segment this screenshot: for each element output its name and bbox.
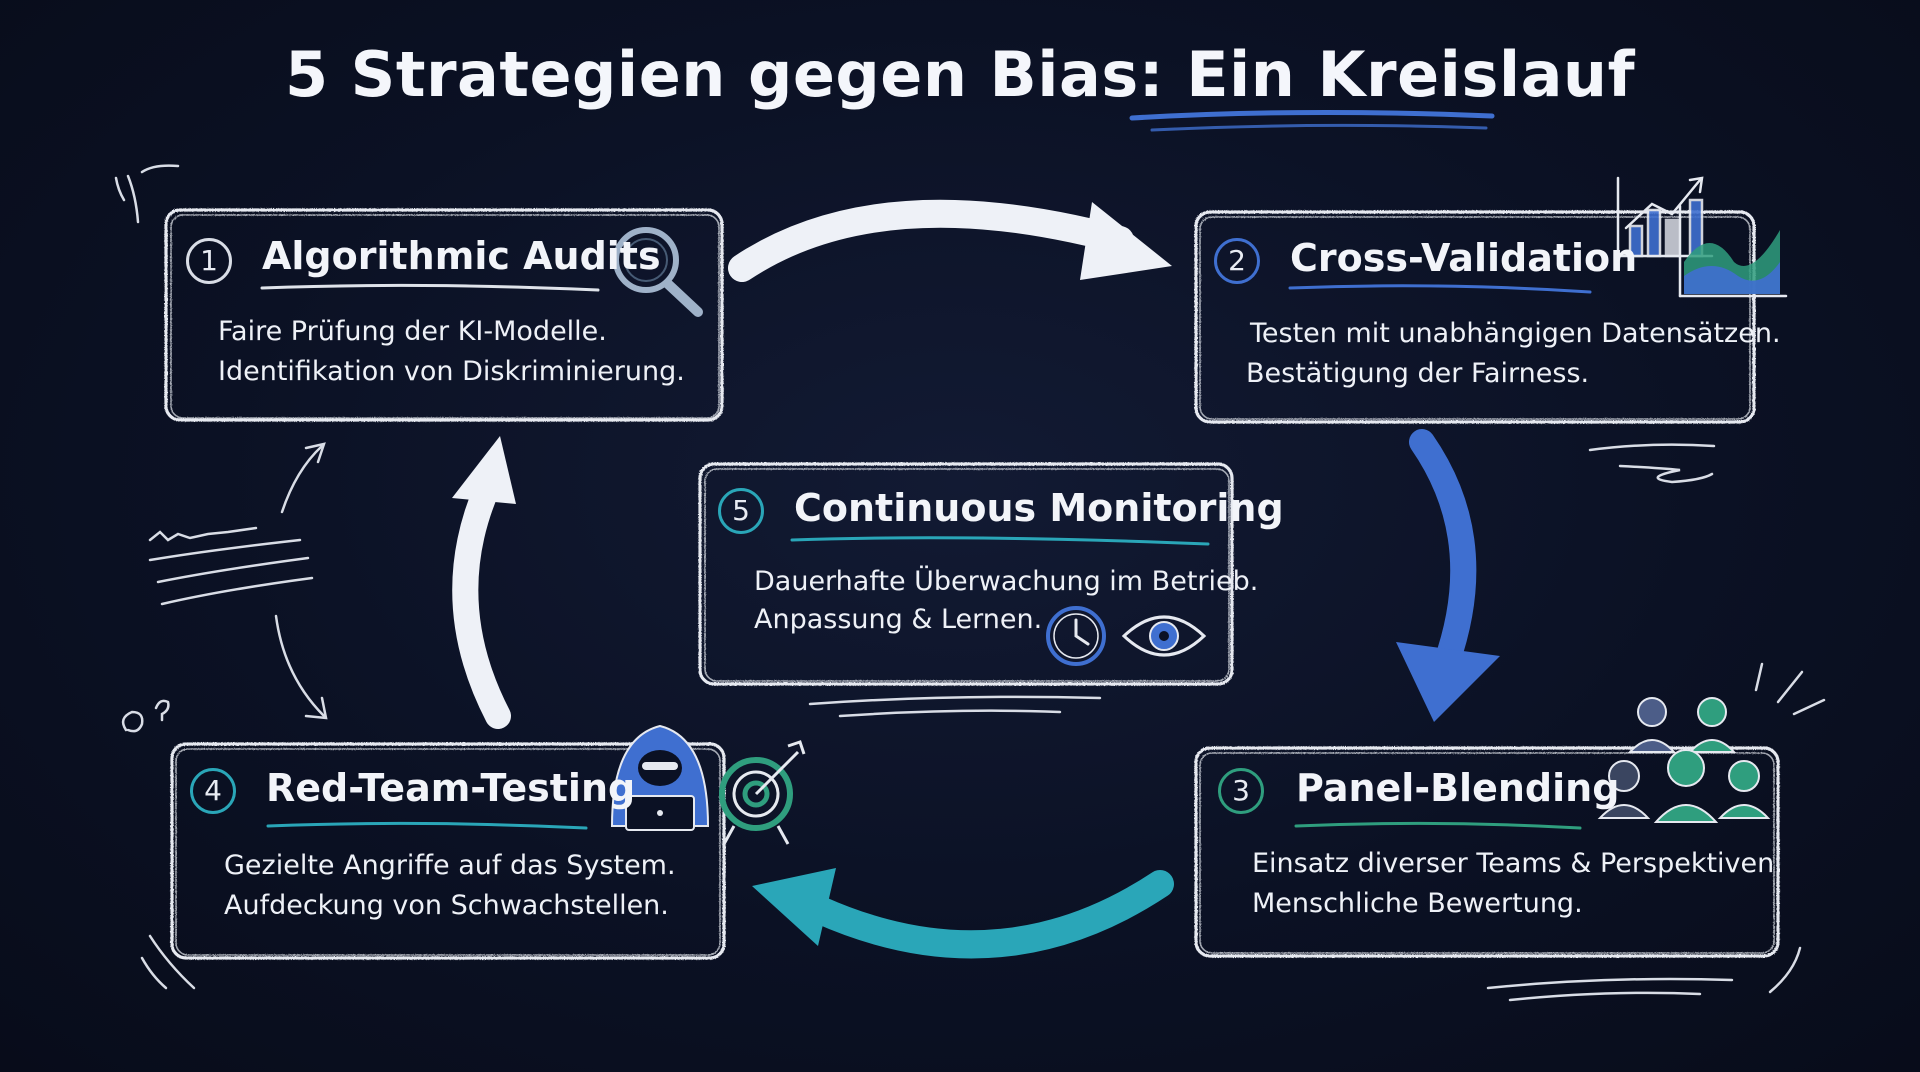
step-number-1: 1 <box>186 238 232 284</box>
step-number-4: 4 <box>190 768 236 814</box>
card-box-2 <box>1194 210 1756 424</box>
card-panel-blending: 3 Panel-Blending Einsatz diverser Teams … <box>1196 748 1783 956</box>
underline-2 <box>1288 284 1592 294</box>
title-highlight: Ein Kreislauf <box>1186 38 1636 111</box>
card-desc-5-line-1: Dauerhafte Überwachung im Betrieb. <box>754 566 1259 597</box>
card-desc-5-line-2: Anpassung & Lernen. <box>754 604 1043 635</box>
arrow-4-to-1 <box>452 436 516 729</box>
card-desc-1-line-1: Faire Prüfung der KI-Modelle. <box>218 316 607 347</box>
card-desc-4-line-2: Aufdeckung von Schwachstellen. <box>224 890 669 921</box>
card-cross-validation: 2 Cross-Validation Testen mit unabhängig… <box>1196 212 1781 422</box>
card-box-1 <box>164 208 724 422</box>
underline-5 <box>790 536 1210 546</box>
title-underline <box>1129 109 1495 132</box>
card-heading-3: Panel-Blending <box>1296 766 1620 810</box>
card-box-5 <box>698 462 1234 686</box>
card-box-3 <box>1194 746 1780 958</box>
card-desc-3-line-2: Menschliche Bewertung. <box>1252 888 1583 919</box>
arrow-1-to-2 <box>728 199 1172 282</box>
underline-1 <box>260 283 600 292</box>
bar-chart-icon <box>1616 176 1714 258</box>
side-scribbles <box>114 164 1826 1002</box>
title-main: 5 Strategien gegen Bias: <box>284 38 1187 111</box>
card-desc-2-line-2: Bestätigung der Fairness. <box>1246 358 1590 389</box>
step-number-5: 5 <box>718 488 764 534</box>
arrow-3-to-4 <box>752 868 1174 959</box>
step-number-3: 3 <box>1218 768 1264 814</box>
underline-4 <box>266 821 588 830</box>
clock-icon <box>1046 606 1106 666</box>
page-title: 5 Strategien gegen Bias: Ein Kreislauf <box>0 38 1920 111</box>
magnifier-icon <box>613 227 703 317</box>
card-desc-1-line-2: Identifikation von Diskriminierung. <box>218 356 685 387</box>
eye-icon <box>1121 615 1207 657</box>
card-desc-4-line-1: Gezielte Angriffe auf das System. <box>224 850 676 881</box>
hacker-icon <box>610 724 710 831</box>
card-heading-4: Red-Team-Testing <box>266 766 636 810</box>
card-algorithmic-audits: 1 Algorithmic Audits Faire Prüfung der K… <box>166 210 722 420</box>
card-heading-2: Cross-Validation <box>1290 236 1638 280</box>
card-red-team-testing: 4 Red-Team-Testing Gezielte Angriffe auf… <box>172 744 724 958</box>
card-continuous-monitoring: 5 Continuous Monitoring Dauerhafte Überw… <box>700 464 1284 684</box>
people-group-icon <box>1597 697 1771 823</box>
area-chart-icon <box>1678 204 1788 298</box>
step-number-2: 2 <box>1214 238 1260 284</box>
arrow-2-to-3 <box>1396 429 1500 722</box>
card-box-4 <box>170 742 726 960</box>
card-heading-5: Continuous Monitoring <box>794 486 1284 530</box>
card-desc-3-line-1: Einsatz diverser Teams & Perspektiven. <box>1252 848 1783 879</box>
underline-3 <box>1294 821 1582 830</box>
target-icon <box>719 740 806 845</box>
card-heading-1: Algorithmic Audits <box>262 234 661 278</box>
card-desc-2-line-1: Testen mit unabhängigen Datensätzen. <box>1250 318 1781 349</box>
